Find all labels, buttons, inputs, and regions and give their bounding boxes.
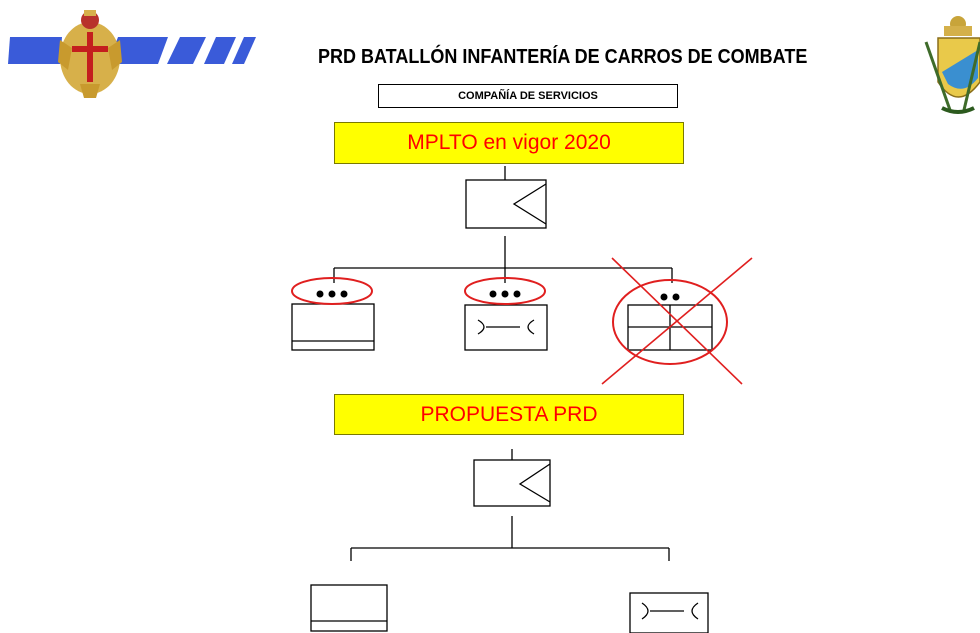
highlight-circle-icon <box>612 279 728 365</box>
current-org-tree <box>291 166 753 385</box>
highlight-circle-icon <box>464 277 546 305</box>
maintenance-platoon-symbol <box>629 592 709 633</box>
subtitle-box: COMPAÑÍA DE SERVICIOS <box>378 84 678 108</box>
maintenance-platoon-symbol <box>464 304 548 351</box>
section-echelon-icon <box>660 293 680 301</box>
strike-cross-icon <box>601 257 753 385</box>
proposal-label: PROPUESTA PRD <box>334 394 684 435</box>
header-decoration <box>8 10 256 98</box>
platoon-echelon-icon <box>489 290 521 298</box>
company-hq-symbol <box>465 179 547 229</box>
supply-platoon-symbol <box>291 303 375 351</box>
supply-platoon-symbol <box>310 584 388 632</box>
eagle-crest-icon <box>58 10 122 98</box>
highlight-circle-icon <box>291 277 373 305</box>
proposal-org-tree <box>310 449 709 633</box>
platoon-echelon-icon <box>316 290 348 298</box>
shield-crest-icon <box>924 16 980 114</box>
current-plan-label: MPLTO en vigor 2020 <box>334 122 684 164</box>
page-title: PRD BATALLÓN INFANTERÍA DE CARROS DE COM… <box>318 46 808 68</box>
company-hq-symbol <box>473 459 551 507</box>
flag-stripes-icon <box>8 37 256 64</box>
